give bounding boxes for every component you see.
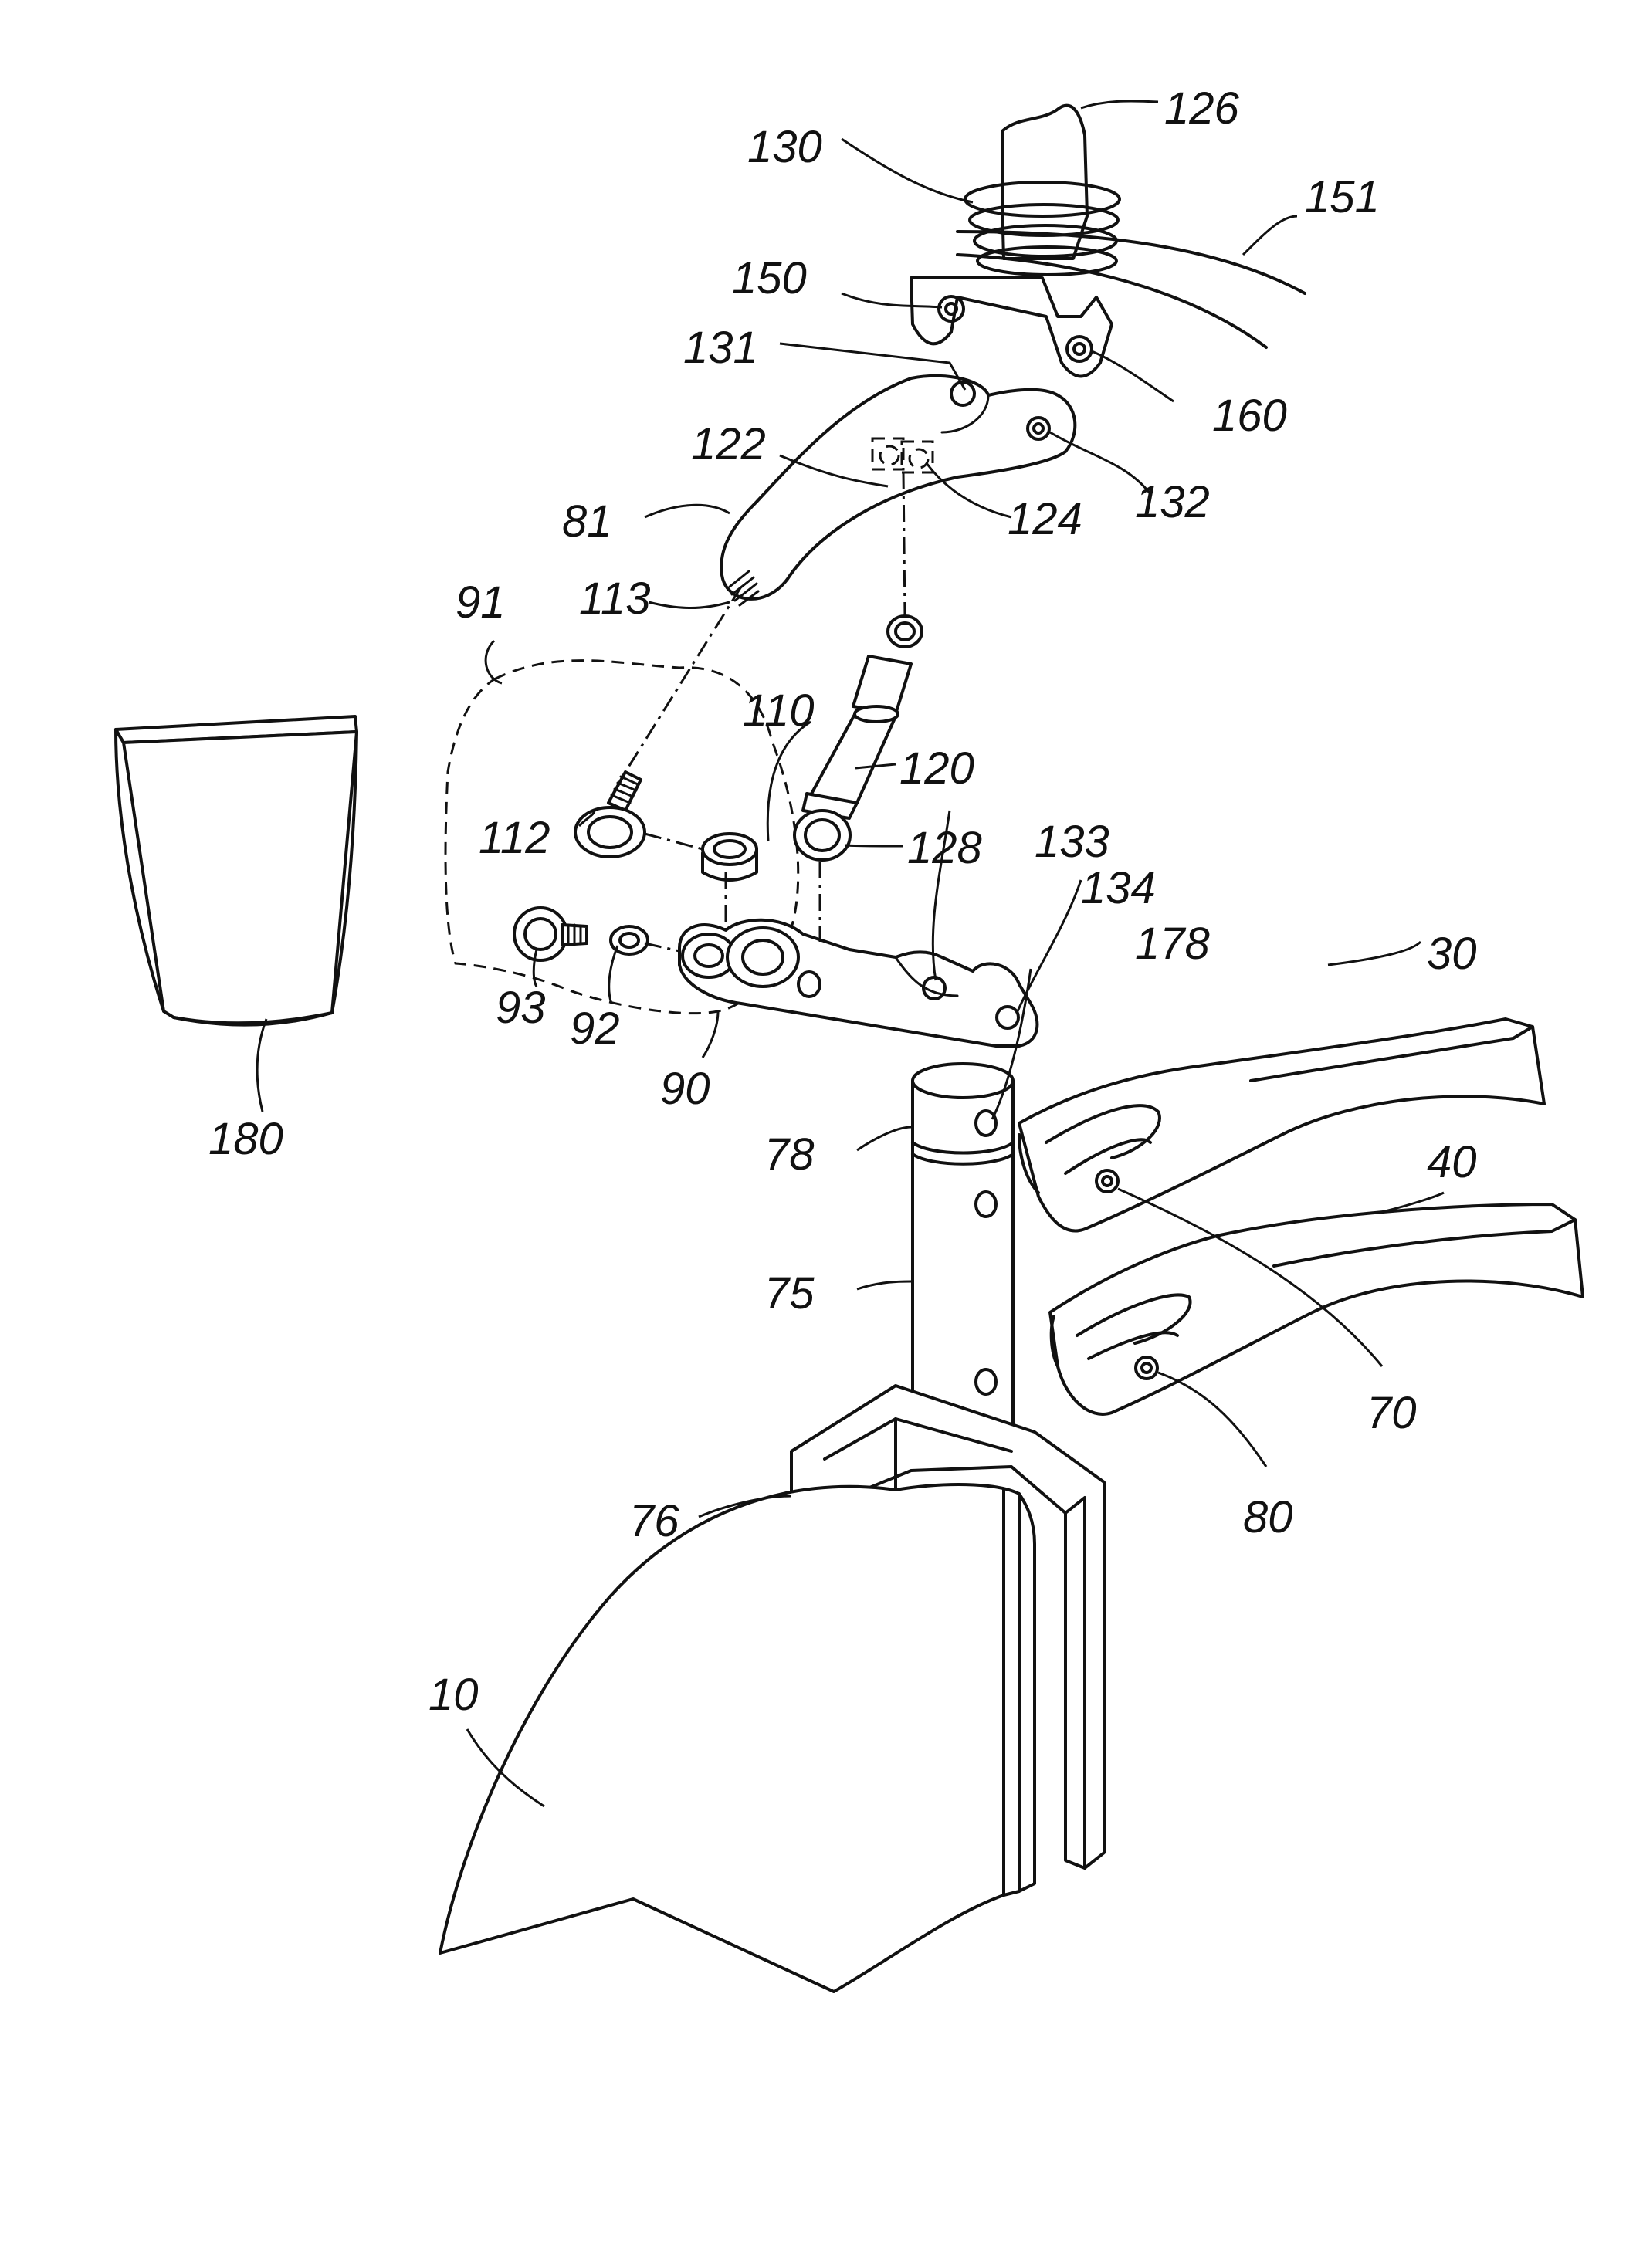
label-151: 151 (1305, 172, 1380, 222)
label-81: 81 (562, 496, 612, 547)
label-113: 113 (579, 574, 650, 624)
label-124: 124 (1008, 494, 1082, 544)
label-120: 120 (899, 743, 974, 794)
label-70: 70 (1367, 1388, 1417, 1438)
label-80: 80 (1243, 1492, 1293, 1542)
label-93: 93 (496, 983, 546, 1033)
label-78: 78 (764, 1129, 815, 1180)
label-30: 30 (1427, 929, 1477, 979)
label-132: 132 (1135, 477, 1210, 527)
label-180: 180 (208, 1114, 283, 1164)
label-178: 178 (1135, 919, 1210, 969)
seat-post-75 (913, 1064, 1013, 1440)
label-92: 92 (570, 1004, 620, 1054)
label-110: 110 (743, 685, 814, 736)
label-160: 160 (1212, 391, 1287, 441)
label-76: 76 (629, 1496, 679, 1546)
frame-10 (440, 1484, 1035, 1992)
label-122: 122 (691, 419, 766, 469)
label-130: 130 (747, 122, 822, 172)
shock-120 (794, 616, 922, 860)
label-10: 10 (429, 1670, 479, 1720)
label-40: 40 (1427, 1137, 1477, 1187)
lower-link-90 (679, 920, 1037, 1046)
label-134: 134 (1081, 863, 1156, 913)
label-133: 133 (1035, 817, 1109, 867)
label-131: 131 (683, 323, 758, 373)
seat-180 (116, 716, 357, 1025)
label-90: 90 (660, 1064, 710, 1114)
eye-bolt-112 (575, 772, 645, 857)
label-75: 75 (764, 1268, 815, 1318)
label-126: 126 (1164, 83, 1240, 134)
label-150: 150 (732, 253, 807, 303)
arm-40 (1050, 1204, 1583, 1414)
rocker-arm-81 (721, 376, 1075, 605)
label-91: 91 (456, 577, 506, 628)
label-112: 112 (479, 813, 550, 863)
bushing-110 (703, 834, 757, 880)
label-128: 128 (907, 823, 982, 873)
arm-30 (1019, 1019, 1544, 1230)
fastener-93 (514, 908, 587, 960)
